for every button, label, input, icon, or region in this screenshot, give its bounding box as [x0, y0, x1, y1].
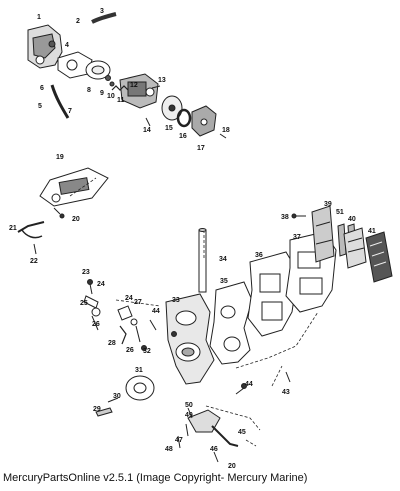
choke-lever [17, 221, 45, 239]
cam-screws [95, 397, 119, 417]
callout: 10 [107, 93, 115, 100]
fuel-line [50, 84, 70, 119]
intake-manifold [165, 293, 215, 385]
callout: 5 [38, 103, 42, 110]
callout: 24 [125, 295, 133, 302]
callout: 26 [92, 321, 100, 328]
callout: 44 [152, 308, 160, 315]
callout: 26 [126, 347, 134, 354]
callout: 12 [130, 82, 138, 89]
push-rod [198, 228, 207, 293]
pump-cover-plate [161, 95, 183, 121]
callout: 44 [245, 381, 253, 388]
callout: 16 [179, 133, 187, 140]
callout: 7 [68, 108, 72, 115]
small-screws-upper [105, 75, 227, 139]
callout: 40 [348, 216, 356, 223]
reed-screw [291, 213, 306, 219]
reed-stop-plate [311, 205, 335, 263]
callout: 29 [93, 406, 101, 413]
callout: 2 [76, 18, 80, 25]
callout: 6 [40, 85, 44, 92]
reed-block [365, 231, 393, 283]
bracket-screw [53, 207, 65, 219]
callout: 14 [143, 127, 151, 134]
manifold-gasket [209, 281, 253, 365]
callout: 27 [134, 299, 142, 306]
callout: 22 [30, 258, 38, 265]
callout: 24 [97, 281, 105, 288]
callout: 45 [238, 429, 246, 436]
fuel-pump-diaphragm [85, 60, 111, 80]
reed-stack [343, 227, 367, 269]
callout: 20 [72, 216, 80, 223]
callout: 25 [80, 300, 88, 307]
callout: 28 [108, 340, 116, 347]
callout: 17 [197, 145, 205, 152]
lower-screws [177, 371, 291, 463]
callout: 31 [135, 367, 143, 374]
carburetor-assembly [27, 24, 63, 69]
pump-spring [111, 85, 129, 91]
callout: 50 [185, 402, 193, 409]
callout: 18 [222, 127, 230, 134]
linkage-parts [83, 279, 157, 351]
callout: 13 [158, 77, 166, 84]
callout: 49 [185, 412, 193, 419]
callout: 32 [143, 348, 151, 355]
callout: 19 [56, 154, 64, 161]
fuel-hose [91, 12, 117, 24]
lower-bracket [187, 409, 239, 447]
callout: 4 [65, 42, 69, 49]
callout: 23 [82, 269, 90, 276]
image-credit: MercuryPartsOnline v2.5.1 (Image Copyrig… [3, 472, 308, 484]
reed-spacer-plate [247, 251, 299, 337]
callout: 43 [282, 389, 290, 396]
callout: 21 [9, 225, 17, 232]
callout: 39 [324, 201, 332, 208]
callout: 15 [165, 125, 173, 132]
callout: 38 [281, 214, 289, 221]
callout: 3 [100, 8, 104, 15]
callout: 48 [165, 446, 173, 453]
fuel-pump-body [119, 73, 159, 109]
callout: 30 [113, 393, 121, 400]
callout: 11 [117, 97, 125, 104]
callout: 51 [336, 209, 344, 216]
assembly-lines [69, 177, 319, 447]
callout: 41 [368, 228, 376, 235]
callout: 1 [37, 14, 41, 21]
callout: 47 [175, 437, 183, 444]
filter-bowl [191, 105, 217, 137]
callout: 8 [87, 87, 91, 94]
callout: 20 [228, 463, 236, 470]
o-ring [176, 108, 192, 128]
callout: 9 [100, 90, 104, 97]
callout: 37 [293, 234, 301, 241]
callout: 33 [172, 297, 180, 304]
callout: 36 [255, 252, 263, 259]
callout: 35 [220, 278, 228, 285]
callout-labels: 1 2 3 4 5 6 7 8 9 10 11 12 13 14 15 16 1… [9, 8, 376, 470]
callout: 34 [219, 256, 227, 263]
choke-bracket [39, 167, 109, 207]
lever-screw [33, 243, 37, 255]
callout: 46 [210, 446, 218, 453]
throttle-cam-plate [125, 375, 155, 401]
